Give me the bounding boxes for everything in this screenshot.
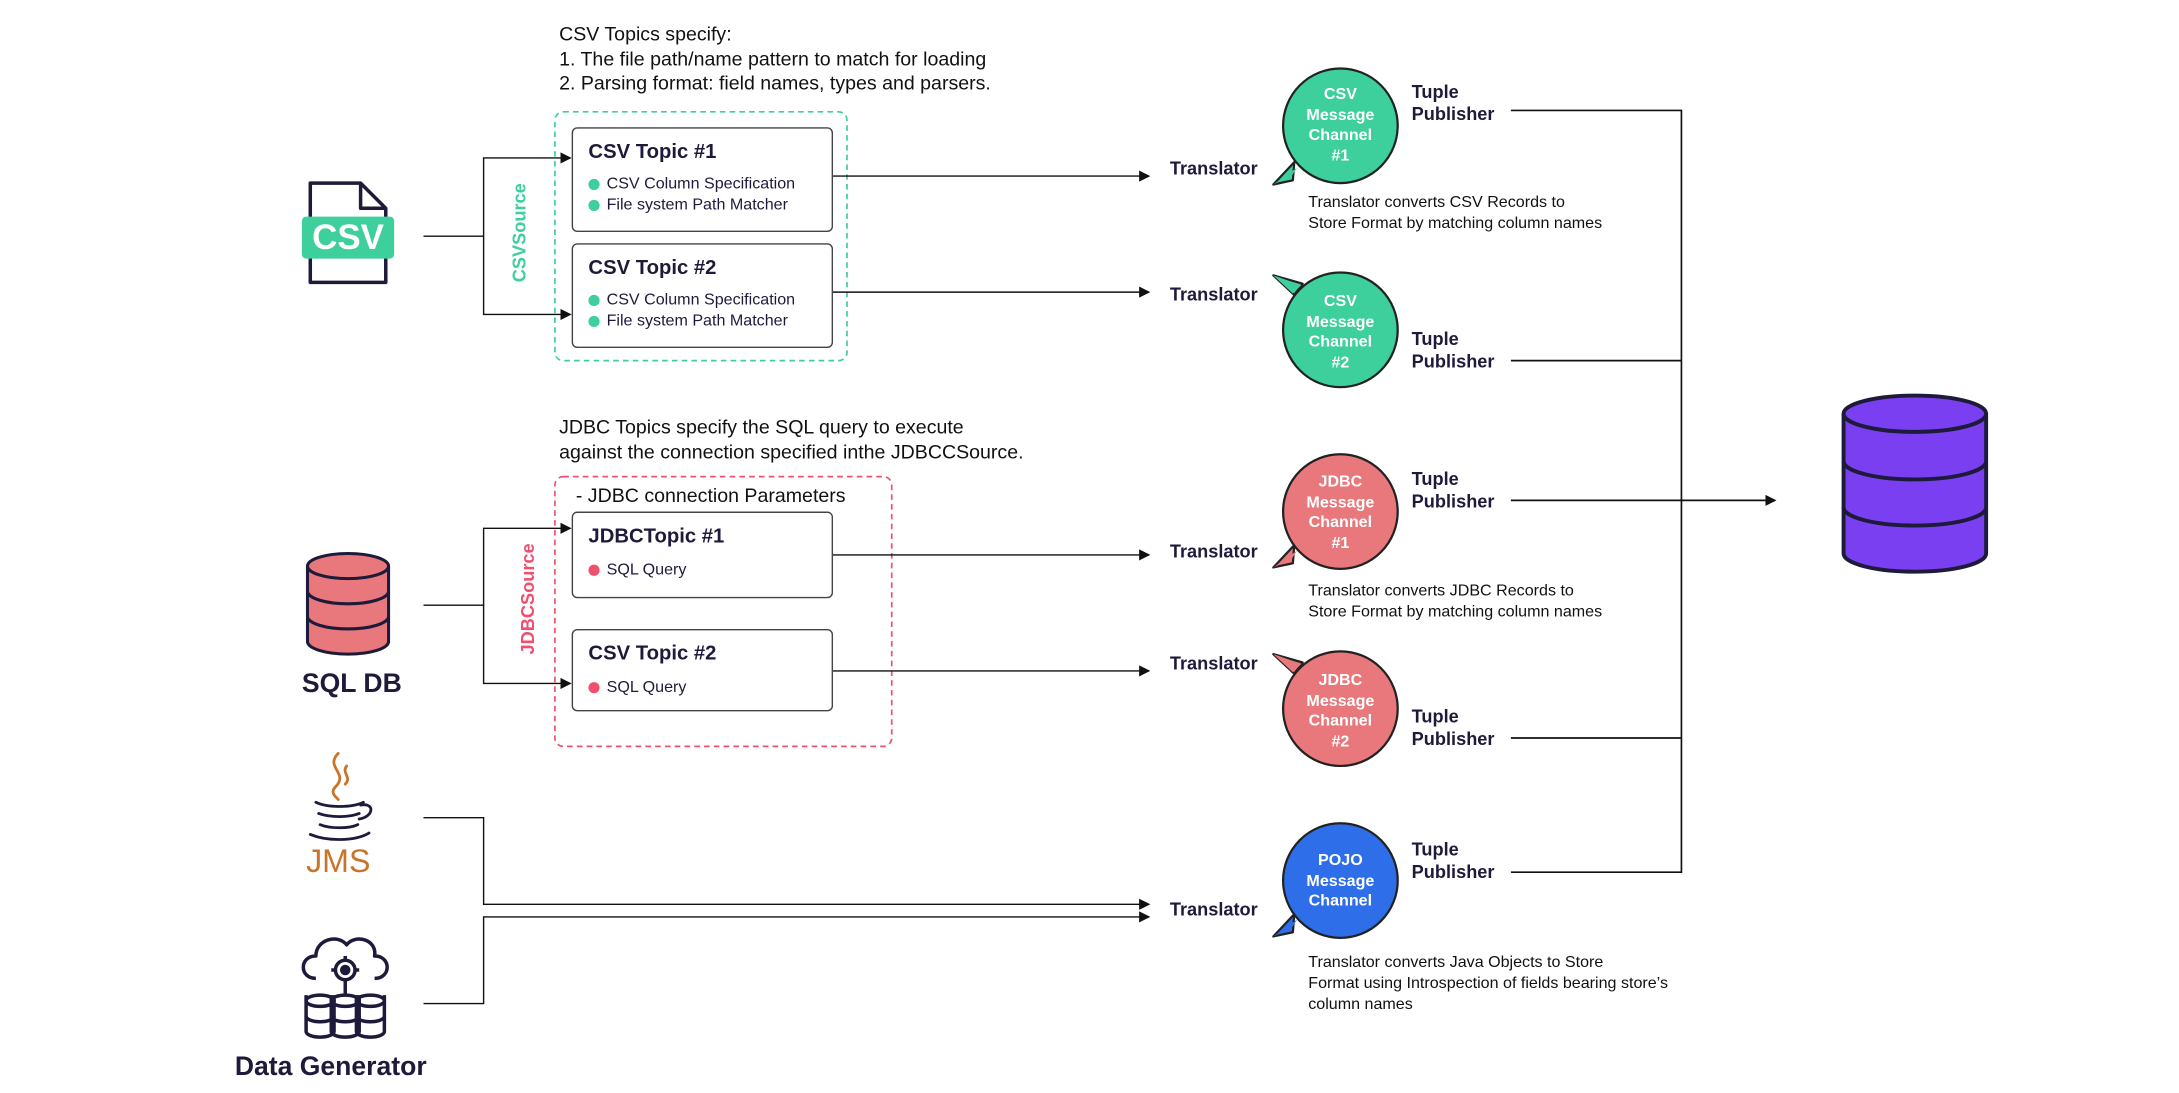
topic-item: SQL Query (588, 679, 686, 696)
sql-db-label: SQL DB (301, 669, 402, 699)
channel-bubble-csv-2 (1272, 271, 1399, 389)
publisher-bus (1510, 109, 1777, 874)
pojo-source-connectors (423, 816, 1151, 1005)
topic-title: CSV Topic #2 (588, 642, 717, 666)
channel-bubble-pojo (1272, 822, 1399, 939)
jdbc-source-label: JDBCSource (517, 543, 539, 655)
sql-db-icon (305, 551, 391, 656)
topic-box-csv-1: CSV Topic #1 CSV Column Specification Fi… (571, 127, 834, 233)
topic-item: CSV Column Specification (588, 176, 795, 193)
topic-box-jdbc-1: JDBCTopic #1 SQL Query (571, 511, 834, 599)
csv-source-group (554, 110, 848, 362)
topic-item: SQL Query (588, 562, 686, 579)
java-coffee-icon (308, 751, 373, 841)
translator-label: Translator (1169, 898, 1258, 920)
data-generator-label: Data Generator (234, 1052, 427, 1082)
csv-source-label: CSVSource (508, 183, 530, 283)
topic-item: File system Path Matcher (588, 197, 788, 214)
topic-title: CSV Topic #2 (588, 257, 717, 280)
store-database-icon (1841, 393, 1989, 574)
channel-bubble-jdbc-2 (1272, 650, 1399, 768)
topic-item: File system Path Matcher (588, 313, 788, 330)
translator-label: Translator (1169, 157, 1258, 179)
topic-box-jdbc-2: CSV Topic #2 SQL Query (571, 628, 834, 712)
translator-label: Translator (1169, 652, 1258, 674)
topic-title: CSV Topic #1 (588, 141, 717, 164)
csv-topics-note: CSV Topics specify: 1. The file path/nam… (559, 22, 991, 94)
topic-item: CSV Column Specification (588, 292, 795, 309)
jdbc-topics-note: JDBC Topics specify the SQL query to exe… (559, 415, 1024, 462)
csv-file-icon (301, 181, 395, 285)
topic-title: JDBCTopic #1 (588, 525, 725, 548)
topic-box-csv-2: CSV Topic #2 CSV Column Specification Fi… (571, 243, 834, 349)
channel-bubble-csv-1 (1272, 67, 1399, 186)
translator-label: Translator (1169, 540, 1258, 562)
data-generator-icon (301, 937, 389, 1039)
jdbc-params-note: - JDBC connection Parameters (575, 483, 846, 506)
csv-icon-text: CSV (312, 218, 384, 258)
topic-translator-arrows (833, 170, 1151, 677)
jdbc-source-group (554, 475, 893, 748)
pojo-translator-note: Translator converts Java Objects to Stor… (1308, 954, 1669, 1014)
sql-source-connectors (423, 522, 572, 690)
jms-label: JMS (306, 842, 371, 880)
channel-bubble-jdbc-1 (1272, 453, 1399, 570)
translator-label: Translator (1169, 283, 1258, 305)
csv-source-connectors (423, 152, 572, 321)
